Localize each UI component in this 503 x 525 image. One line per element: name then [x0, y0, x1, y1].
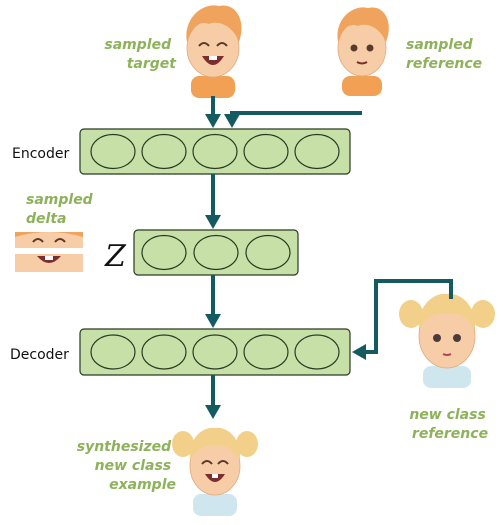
- caption-line: reference: [412, 426, 488, 442]
- caption-synthesized: synthesized new class example: [77, 439, 176, 493]
- latent-unit: [141, 234, 187, 271]
- caption-line: reference: [406, 56, 482, 72]
- caption-line: sampled: [406, 37, 474, 53]
- sampled-target-face-icon: [186, 5, 242, 98]
- caption-line: new class: [409, 407, 485, 423]
- synthesized-example-face-icon: [172, 427, 258, 516]
- caption-line: new class: [95, 458, 171, 474]
- caption-line: sampled: [26, 192, 94, 208]
- decoder-unit: [243, 334, 289, 370]
- arrow-encoder-to-latent: [205, 174, 221, 229]
- decoder-unit: [141, 334, 187, 370]
- arrow-latent-to-decoder: [205, 275, 221, 328]
- caption-sampled-target: sampled target: [104, 37, 177, 72]
- caption-sampled-delta: sampled delta: [26, 192, 98, 227]
- arrow-new-class-to-decoder: [352, 279, 453, 360]
- encoder-unit: [243, 133, 289, 170]
- caption-line: target: [127, 56, 178, 72]
- caption-new-class-reference: new class reference: [409, 407, 490, 442]
- new-class-reference-face-icon: [399, 293, 495, 388]
- encoder-unit: [90, 133, 136, 170]
- sampled-reference-face-icon: [337, 7, 389, 96]
- encoder-label: Encoder: [12, 146, 69, 162]
- decoder-unit: [294, 334, 340, 370]
- latent-layer: [133, 229, 299, 276]
- caption-line: example: [109, 477, 176, 493]
- latent-z-label: Z: [104, 239, 127, 274]
- sampled-delta-face-icon: [15, 232, 83, 272]
- latent-unit: [193, 234, 239, 271]
- arrow-target-to-encoder: [205, 96, 221, 128]
- decoder-layer: [79, 328, 351, 376]
- arrow-decoder-to-output: [205, 375, 221, 419]
- caption-line: delta: [26, 211, 66, 227]
- encoder-unit: [192, 133, 238, 170]
- caption-sampled-reference: sampled reference: [406, 37, 482, 72]
- decoder-label: Decoder: [10, 347, 69, 363]
- arrow-reference-to-encoder: [224, 111, 362, 128]
- latent-unit: [245, 234, 291, 271]
- caption-line: sampled: [104, 37, 172, 53]
- encoder-unit: [294, 133, 340, 170]
- caption-line: synthesized: [77, 439, 172, 455]
- decoder-unit: [90, 334, 136, 370]
- encoder-unit: [141, 133, 187, 170]
- encoder-layer: [79, 128, 351, 175]
- decoder-unit: [192, 334, 238, 370]
